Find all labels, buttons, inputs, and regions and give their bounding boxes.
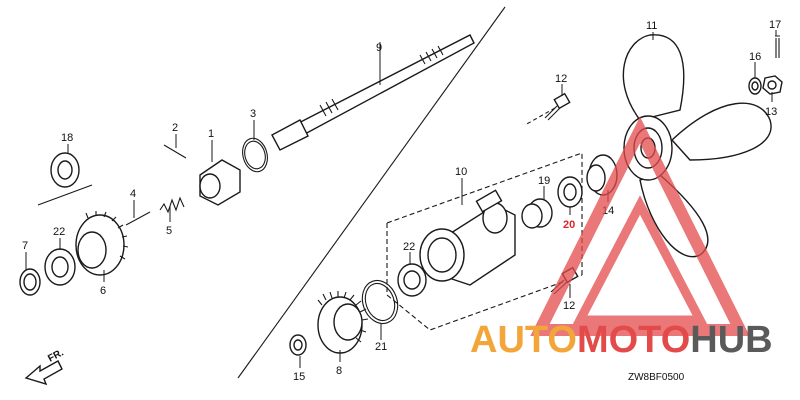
propeller-shaft-9 bbox=[271, 34, 475, 151]
leader-lines bbox=[25, 30, 777, 368]
clutch-1 bbox=[199, 159, 241, 206]
cotter-pin-17 bbox=[775, 35, 780, 58]
shim-7 bbox=[19, 268, 41, 296]
callout-3: 3 bbox=[250, 108, 256, 120]
front-label: FR. bbox=[46, 347, 66, 364]
bolt-12-top bbox=[544, 92, 571, 121]
callout-21: 21 bbox=[375, 341, 387, 353]
callout-7: 7 bbox=[22, 240, 28, 252]
watermark-triangle-outer bbox=[530, 116, 750, 336]
cross-pin-2 bbox=[163, 144, 187, 159]
callout-22-right: 22 bbox=[403, 241, 415, 253]
callout-16: 16 bbox=[749, 51, 761, 63]
pin-4 bbox=[125, 211, 151, 226]
callout-2: 2 bbox=[172, 122, 178, 134]
shim-15 bbox=[289, 334, 307, 356]
assembly-frame-bottom bbox=[386, 223, 583, 331]
bearing-holder bbox=[419, 189, 516, 286]
bolt-guide-top bbox=[524, 107, 556, 126]
watermark-text: AUTOMOTOHUB bbox=[470, 319, 773, 361]
oil-seal-20 bbox=[557, 176, 583, 208]
callout-18: 18 bbox=[61, 132, 73, 144]
callout-10: 10 bbox=[455, 166, 467, 178]
watermark-part-auto: AUTO bbox=[470, 319, 577, 361]
drawing-code: ZW8BF0500 bbox=[628, 372, 685, 383]
callout-11: 11 bbox=[646, 20, 657, 32]
washer-16 bbox=[748, 77, 762, 95]
clutch-ring-3 bbox=[242, 137, 268, 173]
callout-22-left: 22 bbox=[53, 226, 65, 238]
watermark-auto: AUTOMOTOHUB bbox=[470, 319, 773, 361]
callout-9: 9 bbox=[376, 42, 382, 54]
callout-17: 17 bbox=[769, 19, 781, 31]
callout-19: 19 bbox=[538, 175, 550, 187]
ball-bearing-22-left bbox=[44, 248, 76, 286]
callout-6: 6 bbox=[100, 285, 106, 297]
ball-bearing-22-right bbox=[397, 263, 427, 297]
castle-nut-13 bbox=[762, 75, 783, 95]
callout-1: 1 bbox=[208, 128, 214, 140]
bearing-18 bbox=[37, 152, 93, 206]
bevel-gear-8 bbox=[317, 291, 369, 354]
watermark-logo bbox=[530, 116, 750, 336]
callout-5: 5 bbox=[166, 225, 172, 237]
callout-8: 8 bbox=[336, 365, 342, 377]
callout-20: 20 bbox=[563, 219, 575, 231]
spring-5 bbox=[159, 196, 185, 214]
forward-gear-6 bbox=[75, 211, 129, 276]
callout-12-bottom: 12 bbox=[563, 300, 575, 312]
watermark-part-moto: MOTO bbox=[577, 319, 690, 361]
watermark-part-hub: HUB bbox=[690, 319, 772, 361]
watermark-triangle-inner bbox=[572, 195, 708, 325]
front-direction-arrow: FR. bbox=[24, 347, 66, 386]
guide-line-diagonal bbox=[237, 6, 506, 379]
callout-4: 4 bbox=[130, 188, 136, 200]
callout-12-top: 12 bbox=[555, 73, 567, 85]
callout-13: 13 bbox=[765, 106, 777, 118]
needle-bearing-19 bbox=[521, 198, 553, 229]
o-ring-21 bbox=[361, 279, 399, 325]
callout-15: 15 bbox=[293, 371, 305, 383]
